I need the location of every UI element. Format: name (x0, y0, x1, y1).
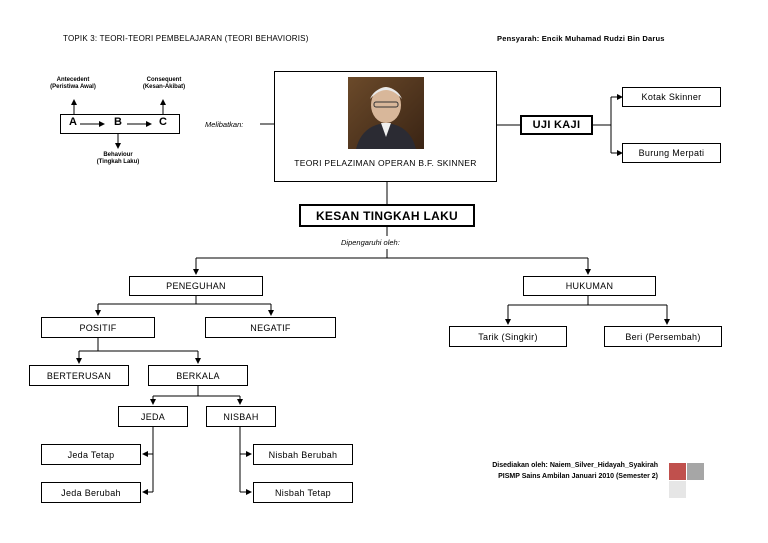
lecturer-name: Pensyarah: Encik Muhamad Rudzi Bin Darus (497, 34, 665, 43)
behaviour-text: Behaviour (103, 152, 133, 158)
abc-letter-c: C (159, 116, 167, 128)
involves-label: Melibatkan: (205, 120, 244, 129)
uji-kaji-item: Kotak Skinner (622, 87, 721, 107)
footer-line-2: PISMP Sains Ambilan Januari 2010 (Semest… (498, 473, 658, 480)
influenced-label: Dipengaruhi oleh: (341, 238, 400, 247)
logo-square-red (669, 463, 686, 480)
berterusan-box: BERTERUSAN (29, 365, 129, 386)
kesan-tingkah-laku-box: KESAN TINGKAH LAKU (299, 204, 475, 227)
skinner-portrait (348, 77, 424, 149)
center-title: TEORI PELAZIMAN OPERAN B.F. SKINNER (294, 158, 477, 168)
hukuman-item: Beri (Persembah) (604, 326, 722, 347)
logo-square-light (669, 481, 686, 498)
nisbah-box: NISBAH (206, 406, 276, 427)
uji-kaji-box: UJI KAJI (520, 115, 593, 135)
hukuman-box: HUKUMAN (523, 276, 656, 296)
abc-box (60, 114, 180, 134)
footer-line-1: Disediakan oleh: Naiem_Silver_Hidayah_Sy… (492, 462, 658, 469)
peneguhan-box: PENEGUHAN (129, 276, 263, 296)
skinner-theory-box: TEORI PELAZIMAN OPERAN B.F. SKINNER (274, 71, 497, 182)
antecedent-text: Antecedent (56, 77, 90, 83)
portrait-icon (356, 87, 416, 149)
jeda-item: Jeda Berubah (41, 482, 141, 503)
jeda-box: JEDA (118, 406, 188, 427)
antecedent-label: Antecedent (Peristiwa Awal) (45, 77, 101, 91)
consequent-text: Consequent (146, 77, 182, 83)
antecedent-sub: (Peristiwa Awal) (50, 84, 96, 90)
behaviour-sub: (Tingkah Laku) (96, 159, 140, 165)
logo-square-gray (687, 463, 704, 480)
footer-credits: Disediakan oleh: Naiem_Silver_Hidayah_Sy… (420, 460, 658, 482)
nisbah-item: Nisbah Tetap (253, 482, 353, 503)
behaviour-label: Behaviour (Tingkah Laku) (88, 152, 148, 166)
berkala-box: BERKALA (148, 365, 248, 386)
consequent-sub: (Kesan-Akibat) (142, 84, 186, 90)
nisbah-item: Nisbah Berubah (253, 444, 353, 465)
negatif-box: NEGATIF (205, 317, 336, 338)
jeda-item: Jeda Tetap (41, 444, 141, 465)
hukuman-item: Tarik (Singkir) (449, 326, 567, 347)
positif-box: POSITIF (41, 317, 155, 338)
abc-letter-a: A (69, 116, 77, 128)
consequent-label: Consequent (Kesan-Akibat) (136, 77, 192, 91)
abc-letter-b: B (114, 116, 122, 128)
uji-kaji-item: Burung Merpati (622, 143, 721, 163)
topic-title: TOPIK 3: TEORI-TEORI PEMBELAJARAN (TEORI… (63, 34, 309, 43)
